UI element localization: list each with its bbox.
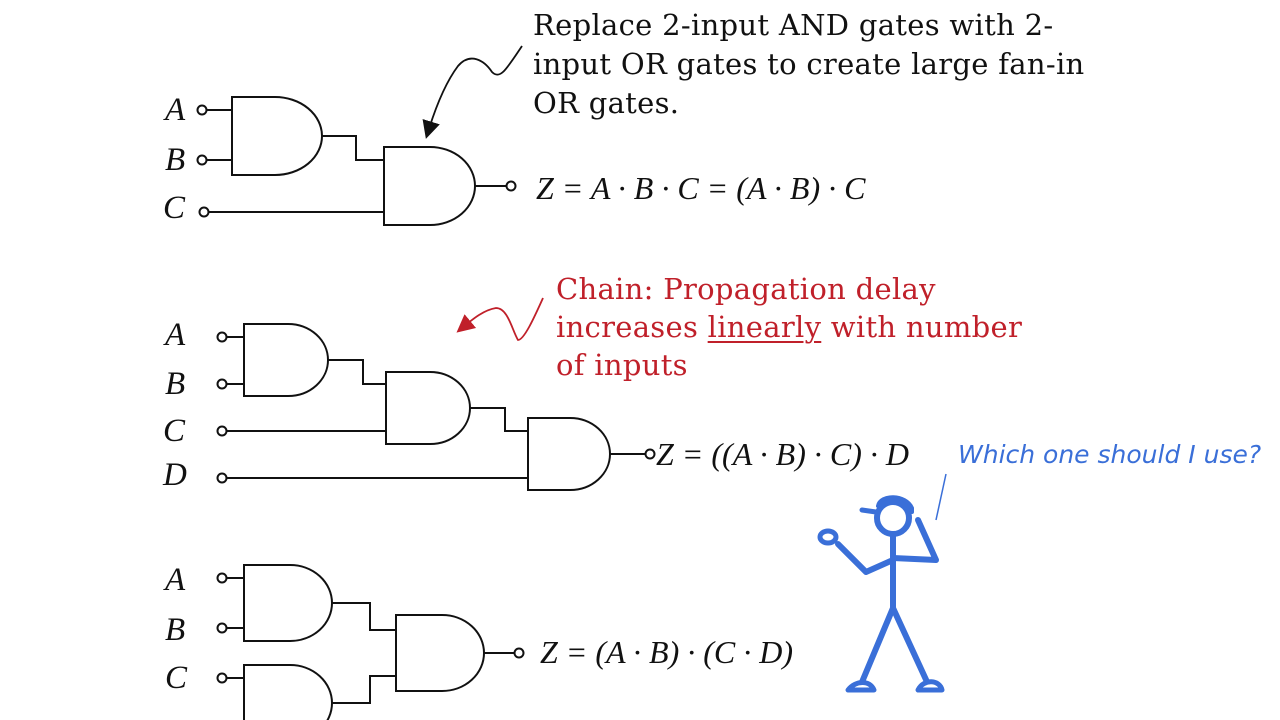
input-label: C (163, 413, 186, 449)
annotation-line: OR gates. (533, 86, 680, 120)
and-gate (383, 146, 476, 226)
and-gate (243, 564, 333, 642)
equation-tree-and: Z = (A · B) · (C · D) (540, 634, 793, 670)
input-label: C (163, 190, 186, 226)
input-terminal (216, 331, 228, 343)
input-terminal (216, 672, 228, 684)
equation-three-input-and: Z = A · B · C = (A · B) · C (536, 170, 866, 206)
output-terminal (513, 647, 525, 659)
annotation-line: of inputs (556, 348, 688, 382)
output-terminal (644, 448, 656, 460)
question-text: Which one should I use? (958, 440, 1262, 469)
annotation-line: increases linearly with number (556, 308, 1022, 346)
input-label: A (165, 317, 186, 353)
equation-chain-and: Z = ((A · B) · C) · D (656, 436, 909, 472)
input-terminal (198, 206, 210, 218)
pointer-line (935, 473, 947, 521)
annotation-arrow-red (456, 297, 544, 341)
annotation-replace-and-with-or: Replace 2-input AND gates with 2- input … (533, 6, 1085, 123)
input-label: C (165, 660, 188, 696)
and-gate (243, 664, 333, 720)
and-gate (395, 614, 485, 692)
input-label: A (165, 92, 186, 128)
wire (332, 602, 396, 631)
and-gate (527, 417, 611, 491)
input-terminal (216, 622, 228, 634)
input-terminal (216, 425, 228, 437)
annotation-chain-delay: Chain: Propagation delay increases linea… (556, 270, 1022, 384)
wire (322, 135, 384, 161)
thinking-figure-icon (817, 495, 945, 693)
input-label: D (163, 457, 187, 493)
input-label: B (165, 142, 186, 178)
and-gate (231, 96, 323, 176)
underlined-word: linearly (707, 310, 822, 344)
annotation-line: input OR gates to create large fan-in (533, 47, 1085, 81)
and-gate (243, 323, 329, 397)
input-terminal (216, 572, 228, 584)
annotation-arrow (422, 45, 523, 139)
annotation-text: increases (556, 310, 708, 344)
and-gate (385, 371, 471, 445)
input-label: A (165, 562, 186, 598)
input-label: B (165, 366, 186, 402)
annotation-line: Replace 2-input AND gates with 2- (533, 8, 1054, 42)
wire (332, 675, 396, 704)
input-terminal (216, 472, 228, 484)
wire (470, 407, 528, 432)
input-terminal (196, 154, 208, 166)
wire (328, 359, 386, 385)
input-terminal (196, 104, 208, 116)
annotation-line: Chain: Propagation delay (556, 272, 936, 306)
input-terminal (216, 378, 228, 390)
input-label: B (165, 612, 186, 648)
annotation-text: with number (821, 310, 1023, 344)
output-terminal (505, 180, 517, 192)
